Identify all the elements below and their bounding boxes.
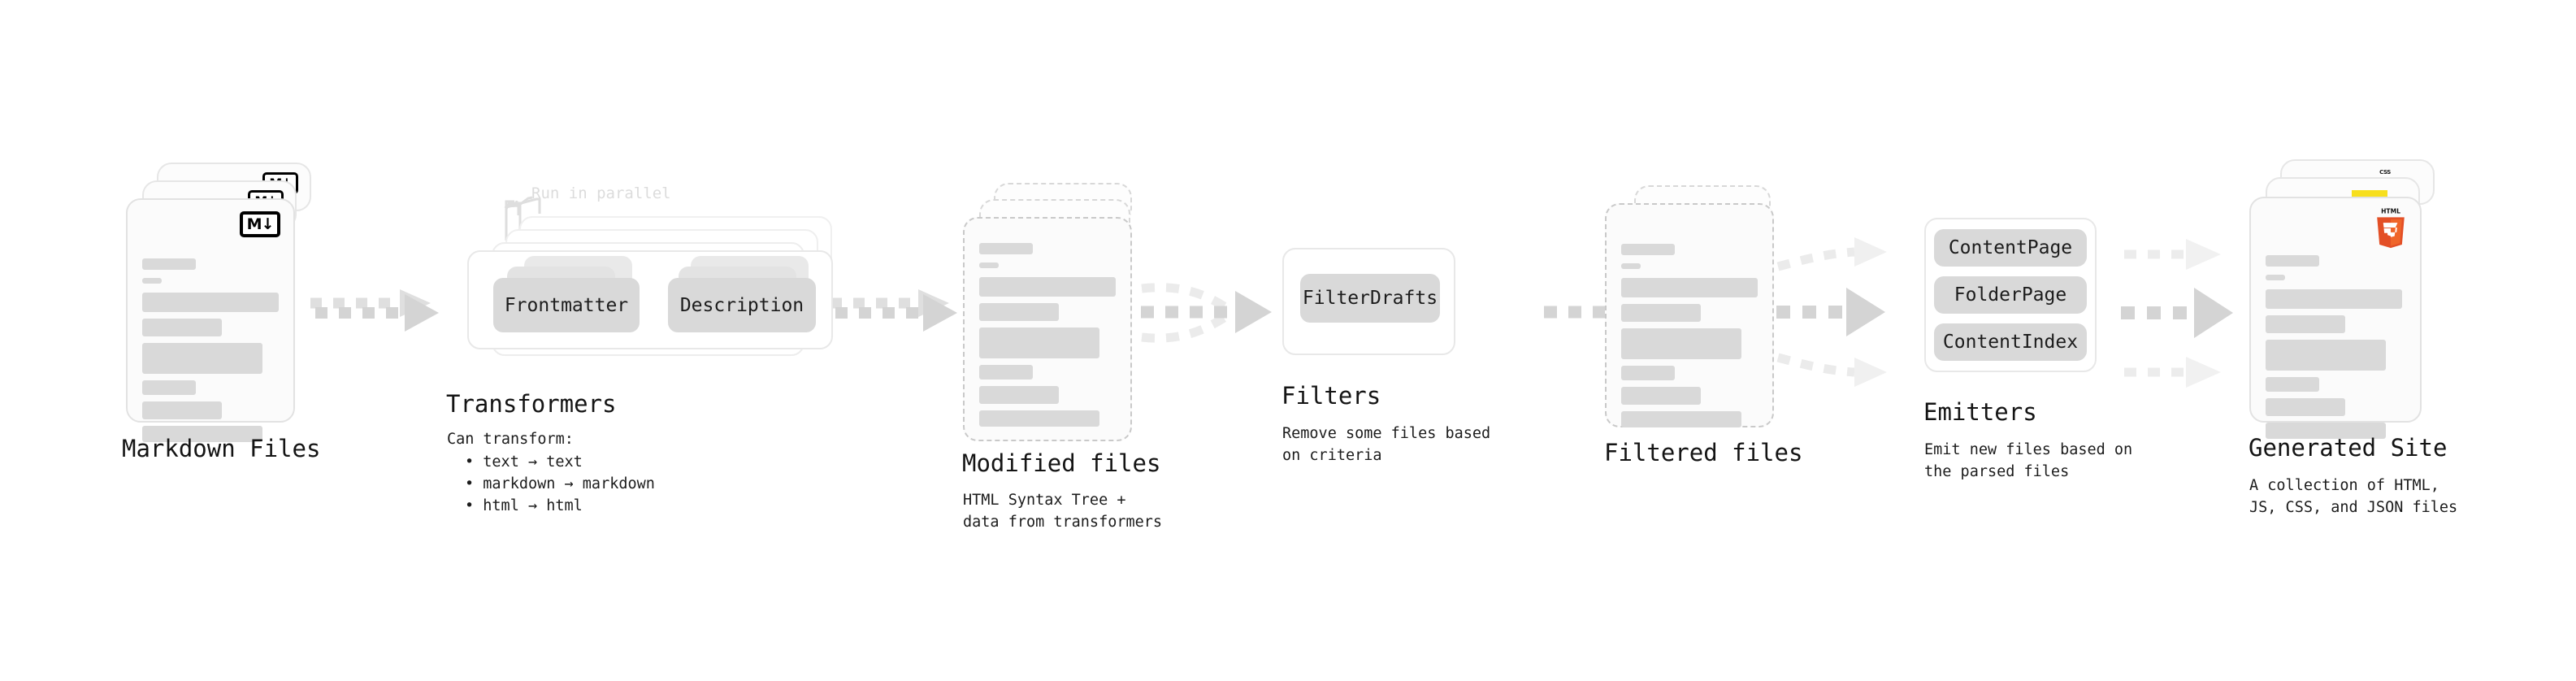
stage-title-filters: Filters — [1281, 382, 1381, 410]
stage-generated-site: CSS HTML — [2249, 159, 2457, 516]
stage-title-generated-site: Generated Site — [2249, 434, 2448, 462]
markdown-badge-front: M↓ — [240, 211, 280, 237]
skeleton-line — [142, 258, 196, 270]
skeleton-line — [979, 386, 1059, 404]
generated-file-stack: CSS HTML — [2249, 159, 2444, 439]
skeleton-line — [979, 277, 1116, 297]
filtered-file-stack — [1605, 185, 1792, 445]
skeleton-line — [2266, 315, 2345, 333]
skeleton-line — [979, 410, 1099, 427]
transformer-chip-description[interactable]: Description — [668, 278, 816, 332]
skeleton-line — [1621, 328, 1741, 359]
skeleton-line — [979, 243, 1033, 254]
stage-title-filtered-files: Filtered files — [1604, 439, 1803, 466]
skeleton-line — [2266, 398, 2345, 416]
skeleton-line — [2266, 255, 2319, 267]
annotation-run-in-parallel: Run in parallel — [531, 184, 671, 202]
filtered-card-front — [1605, 203, 1774, 427]
skeleton-line — [2266, 340, 2386, 371]
markdown-file-stack: M↓ M↓ M↓ — [126, 163, 313, 442]
list-item: • markdown → markdown — [465, 475, 655, 492]
html5-badge: HTML — [2373, 206, 2409, 249]
arrow-modified-to-filters — [1141, 283, 1272, 343]
list-item: • html → html — [465, 497, 583, 514]
stage-desc-emitters: Emit new files based on the parsed files — [1924, 441, 2133, 480]
skeleton-line — [142, 401, 222, 419]
skeleton-line — [142, 319, 222, 336]
filter-chip-filterdrafts[interactable]: FilterDrafts — [1300, 274, 1440, 323]
skeleton-line — [1621, 304, 1701, 322]
arrow-emitters-to-site — [2121, 239, 2233, 388]
transformer-chip-frontmatter[interactable]: Frontmatter — [493, 278, 640, 332]
emitter-chip-folderpage[interactable]: FolderPage — [1934, 276, 2087, 314]
skeleton-line — [2266, 377, 2319, 392]
stage-title-markdown-files: Markdown Files — [122, 435, 321, 462]
html5-logo-icon: HTML — [2377, 207, 2405, 249]
stage-title-transformers: Transformers — [446, 390, 617, 418]
generated-card-front: HTML — [2249, 197, 2422, 439]
modified-file-stack — [963, 183, 1150, 443]
skeleton-line — [142, 426, 262, 442]
svg-text:HTML: HTML — [2381, 207, 2400, 215]
arrow-markdown-to-transformers — [310, 289, 439, 332]
skeleton-line — [979, 327, 1099, 358]
stage-desc-transformers: Can transform: — [447, 431, 574, 448]
css-badge-label: CSS — [2379, 169, 2391, 176]
emitter-chip-contentpage[interactable]: ContentPage — [1934, 229, 2087, 267]
skeleton-line — [2266, 275, 2285, 280]
skeleton-line — [979, 365, 1033, 380]
arrow-transformers-to-modified — [830, 289, 957, 332]
skeleton-line — [142, 343, 262, 374]
skeleton-line — [1621, 387, 1701, 405]
skeleton-line — [142, 278, 162, 284]
skeleton-line — [1621, 263, 1641, 269]
stage-title-emitters: Emitters — [1923, 398, 2037, 426]
stage-markdown-files: M↓ M↓ M↓ Markdown Files — [122, 163, 320, 462]
stage-desc-modified-files: HTML Syntax Tree + data from transformer… — [963, 492, 1163, 531]
stage-desc-generated-site: A collection of HTML, JS, CSS, and JSON … — [2249, 477, 2458, 516]
skeleton-line — [1621, 366, 1675, 380]
emitter-chip-contentindex[interactable]: ContentIndex — [1934, 323, 2087, 361]
stage-desc-filters: Remove some files based on criteria — [1282, 425, 1491, 464]
skeleton-line — [2266, 423, 2386, 439]
markdown-card-front: M↓ — [126, 198, 295, 442]
skeleton-line — [1621, 278, 1758, 297]
skeleton-line — [1621, 411, 1741, 427]
skeleton-line — [142, 293, 279, 312]
skeleton-line — [2266, 289, 2402, 309]
stage-modified-files: Modified files HTML Syntax Tree + data f… — [962, 183, 1162, 531]
skeleton-line — [979, 303, 1059, 321]
stage-filtered-files: Filtered files — [1604, 185, 1802, 466]
modified-card-front — [963, 217, 1132, 441]
transformer-bullet-list: • text → text • markdown → markdown • ht… — [453, 451, 655, 517]
skeleton-line — [979, 262, 999, 268]
list-item: • text → text — [465, 453, 583, 471]
skeleton-line — [142, 380, 196, 395]
stage-title-modified-files: Modified files — [962, 449, 1161, 477]
arrow-filtered-to-emitters — [1776, 237, 1887, 387]
skeleton-line — [1621, 244, 1675, 255]
